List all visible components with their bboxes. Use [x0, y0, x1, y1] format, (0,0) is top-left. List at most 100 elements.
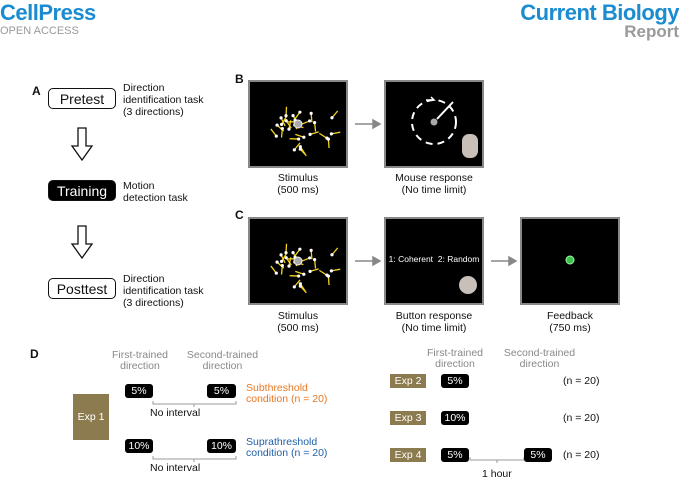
- exp3-n: (n = 20): [563, 412, 600, 424]
- panel-d-label: D: [30, 347, 39, 361]
- finger-press-icon: [459, 276, 477, 294]
- exp4-n: (n = 20): [563, 449, 600, 461]
- supra-first-pill: 10%: [125, 439, 153, 453]
- cellpress-logo: CellPress: [0, 0, 96, 25]
- dot: [302, 135, 306, 139]
- dot: [292, 148, 296, 152]
- fixation-point: [293, 119, 303, 129]
- dot: [309, 248, 313, 252]
- supra-second-pill: 10%: [207, 439, 236, 453]
- dot: [329, 269, 333, 273]
- dot: [312, 121, 317, 125]
- dot: [330, 253, 334, 257]
- button-response-caption: Button response(No time limit): [395, 310, 473, 334]
- feedback-screen: [520, 217, 620, 305]
- exp1-badge: Exp 1: [73, 394, 109, 440]
- mouse-response-caption: Mouse response(No time limit): [395, 172, 473, 196]
- dot: [298, 282, 302, 286]
- open-access-label: OPEN ACCESS: [0, 25, 79, 37]
- dot: [280, 126, 284, 131]
- panel-b-label: B: [235, 72, 244, 86]
- dot: [274, 134, 278, 138]
- dot: [298, 110, 302, 114]
- stimulus-screen: [248, 80, 348, 168]
- dot: [279, 253, 283, 257]
- dot: [284, 251, 288, 255]
- dot: [298, 284, 302, 288]
- article-type: Report: [624, 22, 679, 41]
- dot: [287, 127, 291, 131]
- down-arrow-icon: [70, 127, 94, 162]
- posttest-box: Posttest: [48, 278, 116, 299]
- feedback-dot: [565, 255, 575, 265]
- dot: [298, 145, 302, 149]
- dot: [329, 132, 333, 136]
- dot: [298, 247, 302, 251]
- panel-c-label: C: [235, 208, 244, 222]
- random-dot-stimulus: [270, 106, 341, 157]
- dot: [279, 116, 283, 120]
- dot: [291, 250, 295, 255]
- mouse-icon: [462, 134, 478, 158]
- mouse-response-screen: [384, 80, 484, 168]
- exp4-first-pill: 5%: [441, 448, 469, 462]
- exp2-first-pill: 5%: [441, 374, 469, 388]
- exp2-badge: Exp 2: [390, 374, 426, 388]
- fixation-point: [293, 256, 303, 266]
- stimulus-caption: Stimulus(500 ms): [277, 172, 319, 196]
- dot: [309, 111, 313, 115]
- dot: [291, 113, 295, 118]
- exp3-badge: Exp 3: [390, 411, 426, 425]
- button-response-text: 1: Coherent 2: Random: [388, 254, 480, 264]
- dot: [308, 119, 312, 123]
- dot: [326, 274, 330, 278]
- dot: [275, 260, 279, 264]
- interval-brace: [469, 457, 525, 463]
- exp4-second-pill: 5%: [524, 448, 552, 462]
- dot: [297, 274, 301, 278]
- dot: [284, 119, 288, 123]
- dot: [280, 263, 284, 268]
- dot: [326, 137, 330, 141]
- mouse-response-graphic: [411, 96, 478, 158]
- stimulus-caption: Stimulus(500 ms): [277, 310, 319, 334]
- dot: [308, 269, 312, 273]
- down-arrow-icon: [70, 225, 94, 260]
- journal-title: Current Biology: [520, 0, 679, 25]
- dot: [330, 116, 334, 120]
- sub-interval: No interval: [150, 407, 201, 419]
- pretest-box: Pretest: [48, 88, 116, 109]
- exp3-first-pill: 10%: [441, 411, 469, 425]
- dot: [302, 272, 306, 276]
- dot: [287, 264, 291, 268]
- exp4-interval: 1 hour: [482, 468, 512, 480]
- dot: [279, 259, 284, 263]
- dot: [275, 123, 279, 127]
- sub-first-pill: 5%: [125, 384, 153, 398]
- dot: [308, 132, 312, 136]
- panel-a-label: A: [32, 84, 41, 98]
- interval-brace: [152, 456, 237, 462]
- dot: [274, 271, 278, 275]
- dot: [297, 137, 301, 141]
- exp4-badge: Exp 4: [390, 448, 426, 462]
- sub-second-pill: 5%: [207, 384, 236, 398]
- feedback-caption: Feedback(750 ms): [546, 310, 594, 334]
- dot: [292, 285, 296, 289]
- training-box: Training: [48, 180, 116, 201]
- supra-interval: No interval: [150, 462, 201, 474]
- button-response-screen: 1: Coherent 2: Random: [384, 217, 484, 305]
- dot: [284, 256, 288, 260]
- stimulus-screen: [248, 217, 348, 305]
- interval-brace: [152, 401, 237, 407]
- random-dot-stimulus: [270, 243, 341, 294]
